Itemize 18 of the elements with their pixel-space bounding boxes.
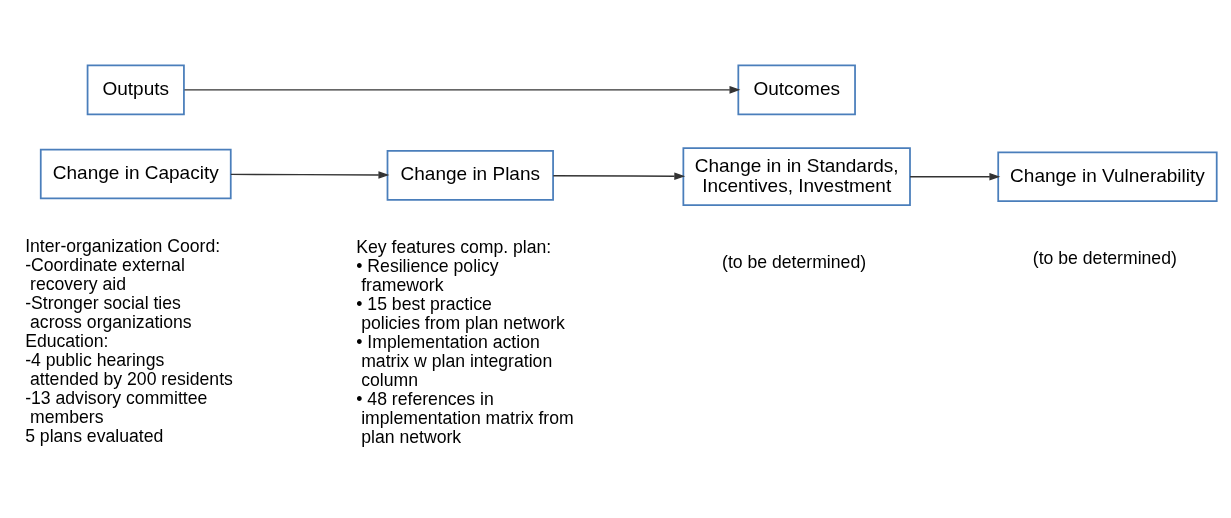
arrow — [909, 172, 1001, 180]
node-box: Outcomes — [737, 64, 856, 115]
node-box: Change in Capacity — [39, 148, 232, 199]
node-label: • 15 best practice policies from plan network — [356, 293, 565, 333]
node-label: 5 plans evaluated — [25, 425, 164, 446]
node-label: • 48 references in implementation matrix from plan network — [356, 388, 574, 447]
arrow — [183, 85, 741, 94]
node-label: -4 public hearings attended by 200 residents — [25, 349, 233, 389]
node-box: Change in in Standards, Incentives, Investment — [682, 146, 911, 206]
node-label: Inter-organization Coord: — [25, 235, 221, 256]
node-label: (to be determined) — [722, 251, 867, 272]
node-box: Change in Vulnerability — [997, 150, 1218, 202]
arrow — [552, 171, 686, 180]
node-box: Outputs — [86, 64, 185, 115]
node-label: Key features comp. plan: — [356, 236, 552, 257]
node-box: Change in Plans — [386, 149, 554, 201]
node-label: (to be determined) — [1032, 247, 1177, 268]
arrow — [230, 170, 390, 179]
